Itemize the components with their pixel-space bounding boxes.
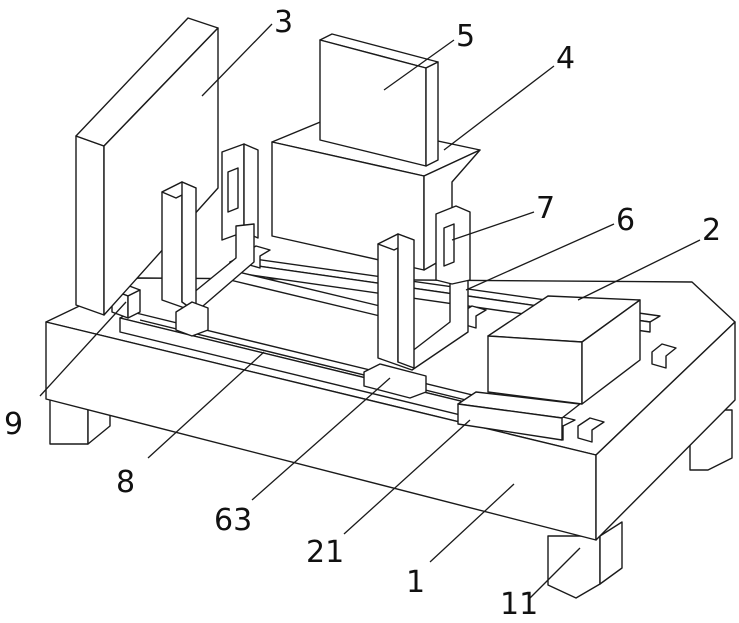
- callout-6: 6: [616, 203, 635, 238]
- callout-63: 63: [214, 503, 252, 538]
- callout-1: 1: [406, 565, 425, 600]
- leader-4: [444, 66, 554, 150]
- leader-6: [466, 224, 614, 290]
- foot-right-front: [548, 536, 600, 598]
- callout-4: 4: [556, 41, 575, 76]
- callout-9: 9: [4, 407, 23, 442]
- carriage-front: [488, 336, 582, 404]
- callout-5: 5: [456, 19, 475, 54]
- callout-11: 11: [500, 587, 538, 622]
- callout-3: 3: [274, 5, 293, 40]
- callout-2: 2: [702, 213, 721, 248]
- front-slot-window: [444, 224, 454, 266]
- top-block-side: [426, 62, 438, 166]
- left-u-side: [182, 182, 196, 312]
- callout-7: 7: [536, 191, 555, 226]
- callout-21: 21: [306, 535, 344, 570]
- back-plate-front: [76, 136, 104, 315]
- front-u-side: [398, 234, 414, 368]
- rear-slot-window: [228, 168, 238, 212]
- callout-8: 8: [116, 465, 135, 500]
